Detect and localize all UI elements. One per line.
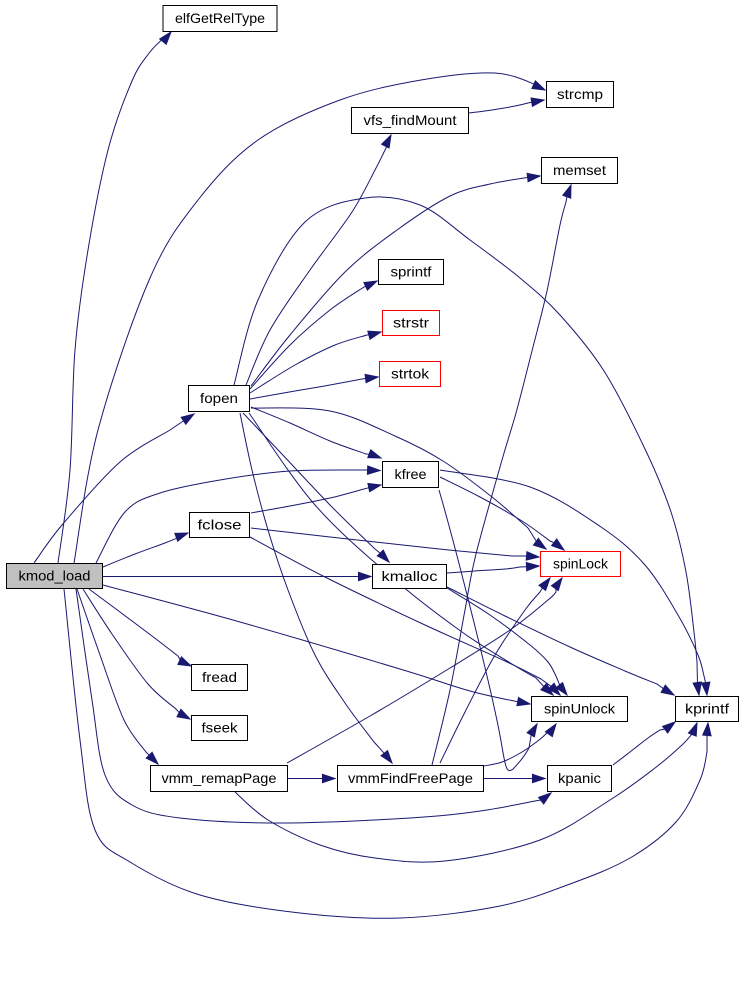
- svg-text:kmalloc: kmalloc: [382, 569, 438, 584]
- svg-text:fopen: fopen: [200, 391, 238, 406]
- svg-text:kprintf: kprintf: [685, 701, 729, 716]
- svg-text:sprintf: sprintf: [391, 264, 432, 279]
- svg-text:kpanic: kpanic: [558, 771, 601, 786]
- svg-text:vfs_findMount: vfs_findMount: [364, 113, 457, 128]
- svg-text:vmm_remapPage: vmm_remapPage: [162, 771, 277, 786]
- svg-text:strcmp: strcmp: [557, 87, 603, 102]
- svg-text:spinLock: spinLock: [553, 556, 608, 571]
- svg-text:vmmFindFreePage: vmmFindFreePage: [348, 771, 473, 786]
- svg-text:fread: fread: [202, 670, 237, 685]
- svg-text:kfree: kfree: [395, 467, 427, 482]
- svg-text:elfGetRelType: elfGetRelType: [175, 11, 265, 26]
- svg-text:spinUnlock: spinUnlock: [544, 701, 615, 716]
- svg-text:memset: memset: [553, 163, 606, 178]
- svg-text:kmod_load: kmod_load: [19, 568, 91, 583]
- svg-text:fclose: fclose: [198, 517, 242, 532]
- svg-text:strtok: strtok: [391, 366, 429, 381]
- svg-text:strstr: strstr: [393, 315, 429, 330]
- svg-text:fseek: fseek: [202, 720, 238, 735]
